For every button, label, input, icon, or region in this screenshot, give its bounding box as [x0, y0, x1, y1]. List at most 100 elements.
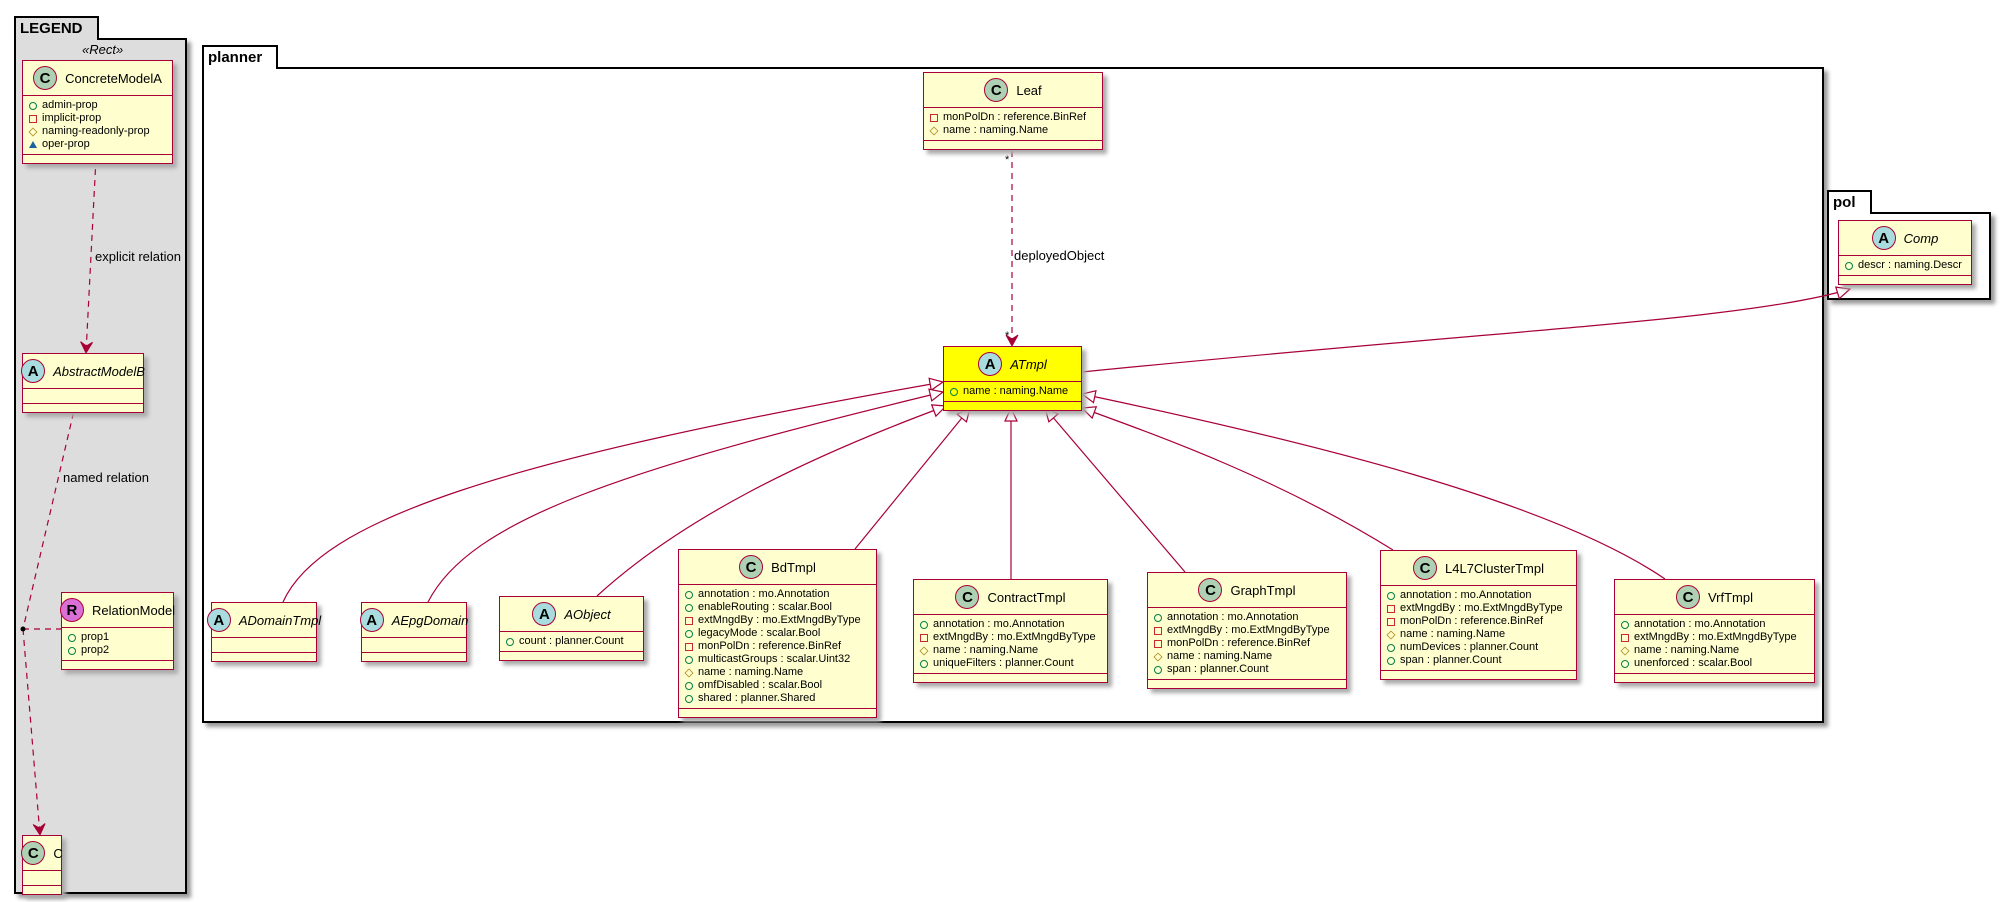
- attribute: unenforced : scalar.Bool: [1621, 657, 1808, 670]
- attribute: extMngdBy : mo.ExtMngdByType: [920, 631, 1101, 644]
- class-icon: C: [1198, 578, 1223, 602]
- attribute-text: legacyMode : scalar.Bool: [698, 627, 821, 639]
- attribute-text: implicit-prop: [42, 112, 102, 124]
- attribute-list: name : naming.Name: [944, 382, 1081, 402]
- class-name: VrfTmpl: [1707, 589, 1754, 605]
- attribute-text: monPolDn : reference.BinRef: [943, 111, 1087, 123]
- attribute-text: oper-prop: [42, 138, 90, 150]
- attribute: annotation : mo.Annotation: [920, 618, 1101, 631]
- protected-icon: [684, 667, 694, 678]
- attribute: name : naming.Name: [950, 385, 1075, 398]
- attribute: descr : naming.Descr: [1845, 259, 1965, 272]
- attribute: extMngdBy : mo.ExtMngdByType: [1621, 631, 1808, 644]
- attribute-list: [362, 638, 466, 653]
- attribute-text: monPolDn : reference.BinRef: [1167, 637, 1311, 649]
- public-icon: [68, 646, 76, 655]
- attribute-text: omfDisabled : scalar.Bool: [698, 679, 823, 691]
- attribute-text: name : naming.Name: [698, 666, 804, 678]
- method-list: [212, 653, 316, 661]
- method-list: [1839, 276, 1971, 284]
- attribute: name : naming.Name: [929, 124, 1096, 137]
- attribute: span : planner.Count: [1154, 663, 1340, 676]
- public-icon: [506, 637, 514, 646]
- public-icon: [920, 620, 928, 629]
- attribute: multicastGroups : scalar.Uint32: [685, 653, 870, 666]
- attribute-text: shared : planner.Shared: [698, 692, 816, 704]
- class-icon: C: [1675, 585, 1700, 609]
- protected-icon: [919, 645, 929, 656]
- public-icon: [950, 387, 958, 396]
- public-icon: [68, 633, 76, 642]
- class-icon: C: [33, 66, 58, 90]
- private-icon: [685, 616, 693, 625]
- attribute-text: uniqueFilters : planner.Count: [933, 657, 1074, 669]
- private-icon: [685, 642, 693, 651]
- public-icon: [685, 590, 693, 599]
- private-icon: [920, 633, 928, 642]
- attribute-text: descr : naming.Descr: [1858, 259, 1962, 271]
- attribute-text: extMngdBy : mo.ExtMngdByType: [1634, 631, 1797, 643]
- attribute-text: annotation : mo.Annotation: [1634, 618, 1766, 630]
- attribute-text: name : naming.Name: [963, 385, 1069, 397]
- attribute: omfDisabled : scalar.Bool: [685, 679, 870, 692]
- method-list: [1381, 671, 1576, 679]
- public-icon: [1845, 261, 1853, 270]
- method-list: [914, 674, 1107, 682]
- attribute: annotation : mo.Annotation: [1154, 611, 1340, 624]
- class-icon: C: [955, 585, 980, 609]
- pol-package-tab: pol: [1827, 190, 1872, 214]
- attribute-text: extMngdBy : mo.ExtMngdByType: [1167, 624, 1330, 636]
- class-name: L4L7ClusterTmpl: [1445, 560, 1544, 576]
- attribute: oper-prop: [29, 138, 166, 151]
- attribute: monPolDn : reference.BinRef: [685, 640, 870, 653]
- attribute-text: annotation : mo.Annotation: [698, 588, 830, 600]
- attribute: name : naming.Name: [919, 644, 1101, 657]
- attribute-list: [23, 871, 61, 886]
- attribute-text: annotation : mo.Annotation: [1400, 589, 1532, 601]
- attribute: prop2: [68, 644, 167, 657]
- abstract-class-icon: A: [978, 352, 1003, 376]
- attribute-text: monPolDn : reference.BinRef: [1400, 615, 1544, 627]
- method-list: [1148, 680, 1346, 688]
- attribute: extMngdBy : mo.ExtMngdByType: [685, 614, 870, 627]
- attribute-text: naming-readonly-prop: [42, 125, 150, 137]
- attribute: legacyMode : scalar.Bool: [685, 627, 870, 640]
- attribute-list: descr : naming.Descr: [1839, 256, 1971, 276]
- method-list: [362, 653, 466, 661]
- attribute-list: [212, 638, 316, 653]
- attribute-text: name : naming.Name: [1634, 644, 1740, 656]
- attribute: admin-prop: [29, 99, 166, 112]
- attribute-text: name : naming.Name: [943, 124, 1049, 136]
- public-icon: [685, 694, 693, 703]
- abstract-class-icon: A: [359, 608, 384, 632]
- attribute: name : naming.Name: [1153, 650, 1340, 663]
- attribute: count : planner.Count: [506, 635, 637, 648]
- attribute: extMngdBy : mo.ExtMngdByType: [1387, 602, 1570, 615]
- attribute-text: enableRouting : scalar.Bool: [698, 601, 832, 613]
